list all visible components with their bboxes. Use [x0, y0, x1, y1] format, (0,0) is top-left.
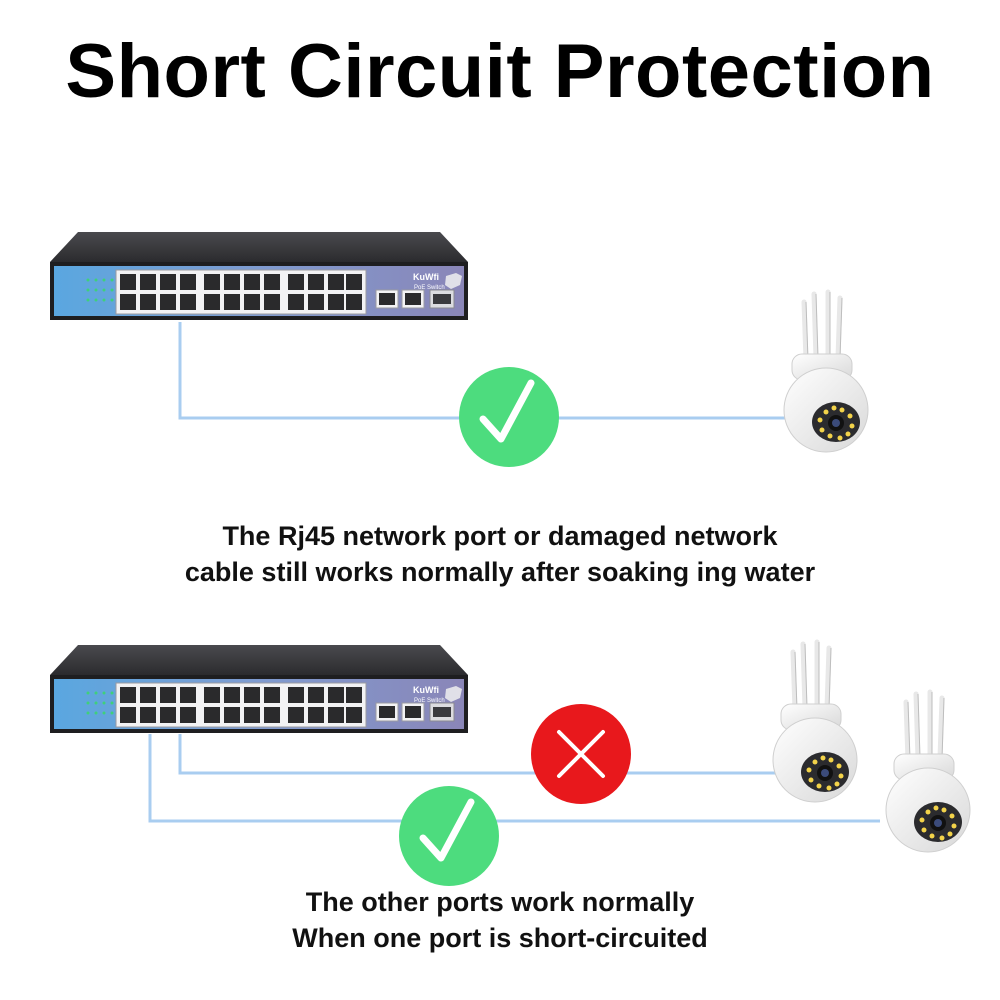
camera-2: [773, 642, 857, 802]
switch-brand: KuWfi: [413, 685, 439, 695]
camera-3: [886, 692, 970, 852]
caption-line: cable still works normally after soaking…: [184, 557, 816, 587]
caption-scenario-2: The other ports work normally When one p…: [0, 884, 1000, 956]
caption-line: The Rj45 network port or damaged network: [222, 521, 778, 551]
check-icon: [399, 786, 499, 886]
switch-model: PoE Switch: [414, 698, 445, 704]
poe-switch-1: [49, 231, 469, 321]
switch-brand: KuWfi: [413, 272, 439, 282]
page-title: Short Circuit Protection: [65, 29, 935, 114]
cross-icon: [531, 704, 631, 804]
caption-scenario-1: The Rj45 network port or damaged network…: [0, 518, 1000, 590]
camera-1: [784, 292, 868, 452]
poe-switch-2: [49, 644, 469, 734]
caption-line: When one port is short-circuited: [292, 923, 708, 953]
scenario-1: KuWfi PoE Switch: [49, 231, 868, 467]
scenario-2: KuWfi PoE Switch: [49, 642, 970, 886]
cable-shorted: [178, 734, 810, 775]
cable-1: [178, 322, 800, 420]
check-icon: [459, 367, 559, 467]
caption-line: The other ports work normally: [305, 887, 695, 917]
switch-model: PoE Switch: [414, 285, 445, 291]
cable-ok: [148, 734, 880, 823]
